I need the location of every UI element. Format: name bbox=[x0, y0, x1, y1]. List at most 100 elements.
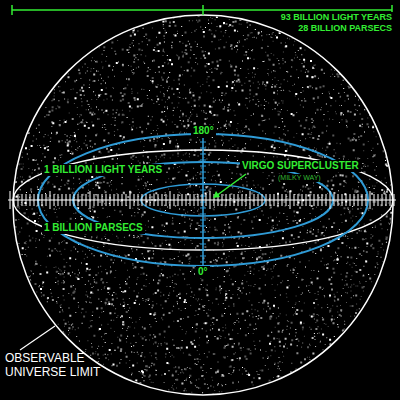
ruler-tick bbox=[150, 194, 151, 206]
ruler-tick bbox=[74, 194, 75, 206]
ruler-tick bbox=[306, 194, 307, 206]
ruler-tick bbox=[290, 191, 291, 209]
pointer-line bbox=[216, 174, 246, 196]
limit-label: OBSERVABLE UNIVERSE LIMIT bbox=[3, 352, 111, 380]
ruler-tick bbox=[54, 194, 55, 206]
axis-tick bbox=[200, 256, 206, 257]
bar-mid bbox=[202, 5, 204, 15]
ruler-tick bbox=[278, 194, 279, 206]
ruler-tick bbox=[114, 194, 115, 206]
ruler-tick bbox=[250, 191, 251, 209]
bar-end bbox=[11, 5, 13, 15]
ruler-tick bbox=[394, 194, 395, 206]
axis-tick bbox=[200, 142, 206, 143]
ruler-tick bbox=[38, 194, 39, 206]
ruler-tick bbox=[138, 194, 139, 206]
ruler-tick bbox=[46, 194, 47, 206]
ruler-tick bbox=[118, 194, 119, 206]
ruler-tick bbox=[158, 194, 159, 206]
ruler-tick bbox=[170, 191, 171, 209]
ruler-tick bbox=[154, 194, 155, 206]
axis-tick bbox=[200, 172, 206, 173]
axis-tick bbox=[200, 184, 206, 185]
axis-tick bbox=[200, 190, 206, 191]
ruler-tick bbox=[266, 194, 267, 206]
axis-tick bbox=[200, 220, 206, 221]
ruler-tick bbox=[254, 194, 255, 206]
ruler-tick bbox=[294, 194, 295, 206]
ruler-tick bbox=[334, 194, 335, 206]
ruler-tick bbox=[106, 194, 107, 206]
ruler-tick bbox=[222, 194, 223, 206]
ruler-tick bbox=[318, 194, 319, 206]
ruler-tick bbox=[58, 194, 59, 206]
ruler-tick bbox=[270, 194, 271, 206]
ruler-tick bbox=[370, 191, 371, 209]
ruler-tick bbox=[82, 194, 83, 206]
ruler-tick bbox=[194, 194, 195, 206]
axis-ticks bbox=[200, 142, 206, 262]
ruler-tick bbox=[330, 191, 331, 209]
ruler-tick bbox=[14, 194, 15, 206]
axis-tick bbox=[200, 154, 206, 155]
diameter-bar bbox=[12, 9, 392, 11]
ruler-tick bbox=[26, 194, 27, 206]
ruler-tick bbox=[34, 194, 35, 206]
ruler-tick bbox=[326, 194, 327, 206]
ruler-tick bbox=[30, 194, 31, 206]
ruler-tick bbox=[354, 194, 355, 206]
ruler-tick bbox=[282, 194, 283, 206]
axis-tick bbox=[200, 178, 206, 179]
ruler-tick bbox=[234, 194, 235, 206]
ruler-tick bbox=[238, 194, 239, 206]
axis-tick bbox=[200, 244, 206, 245]
ruler-tick bbox=[78, 194, 79, 206]
ruler-tick bbox=[110, 194, 111, 206]
ruler-tick bbox=[190, 194, 191, 206]
ruler-tick bbox=[338, 194, 339, 206]
ruler-tick bbox=[86, 194, 87, 206]
angle-label: 0° bbox=[196, 266, 210, 278]
axis-tick bbox=[200, 214, 206, 215]
axis-tick bbox=[200, 232, 206, 233]
ruler-tick bbox=[390, 194, 391, 206]
ruler-tick bbox=[298, 194, 299, 206]
ruler-tick bbox=[162, 194, 163, 206]
ruler-tick bbox=[362, 194, 363, 206]
ruler-tick bbox=[274, 194, 275, 206]
ruler-tick bbox=[102, 194, 103, 206]
axis-tick bbox=[200, 208, 206, 209]
star-dots bbox=[12, 15, 396, 397]
pointer-head bbox=[213, 191, 220, 198]
ruler-tick bbox=[230, 194, 231, 206]
ruler-tick bbox=[378, 194, 379, 206]
axis-tick bbox=[200, 196, 206, 197]
ruler-tick bbox=[198, 194, 199, 206]
ruler-ticks bbox=[10, 191, 394, 209]
axis-tick bbox=[200, 160, 206, 161]
ruler-tick bbox=[258, 194, 259, 206]
axis-tick bbox=[200, 166, 206, 167]
ruler-tick bbox=[62, 194, 63, 206]
ruler-tick bbox=[122, 194, 123, 206]
axis-tick bbox=[200, 148, 206, 149]
leader-line bbox=[20, 326, 55, 350]
axis-tick bbox=[200, 202, 206, 203]
axis-tick bbox=[200, 250, 206, 251]
ruler-tick bbox=[366, 194, 367, 206]
axis-tick bbox=[200, 226, 206, 227]
star-field bbox=[12, 14, 396, 398]
ruler-tick bbox=[178, 194, 179, 206]
ring-label: 1 BILLION PARSECS bbox=[42, 222, 145, 234]
star-dots bbox=[12, 14, 395, 398]
ruler-tick bbox=[358, 194, 359, 206]
cluster-label: VIRGO SUPERCLUSTER bbox=[240, 160, 361, 172]
ruler-tick bbox=[130, 191, 131, 209]
ring-label: 1 BILLION LIGHT YEARS bbox=[42, 164, 164, 176]
ruler-tick bbox=[382, 194, 383, 206]
ruler-tick bbox=[182, 194, 183, 206]
ruler-tick bbox=[314, 194, 315, 206]
ruler-tick bbox=[350, 194, 351, 206]
